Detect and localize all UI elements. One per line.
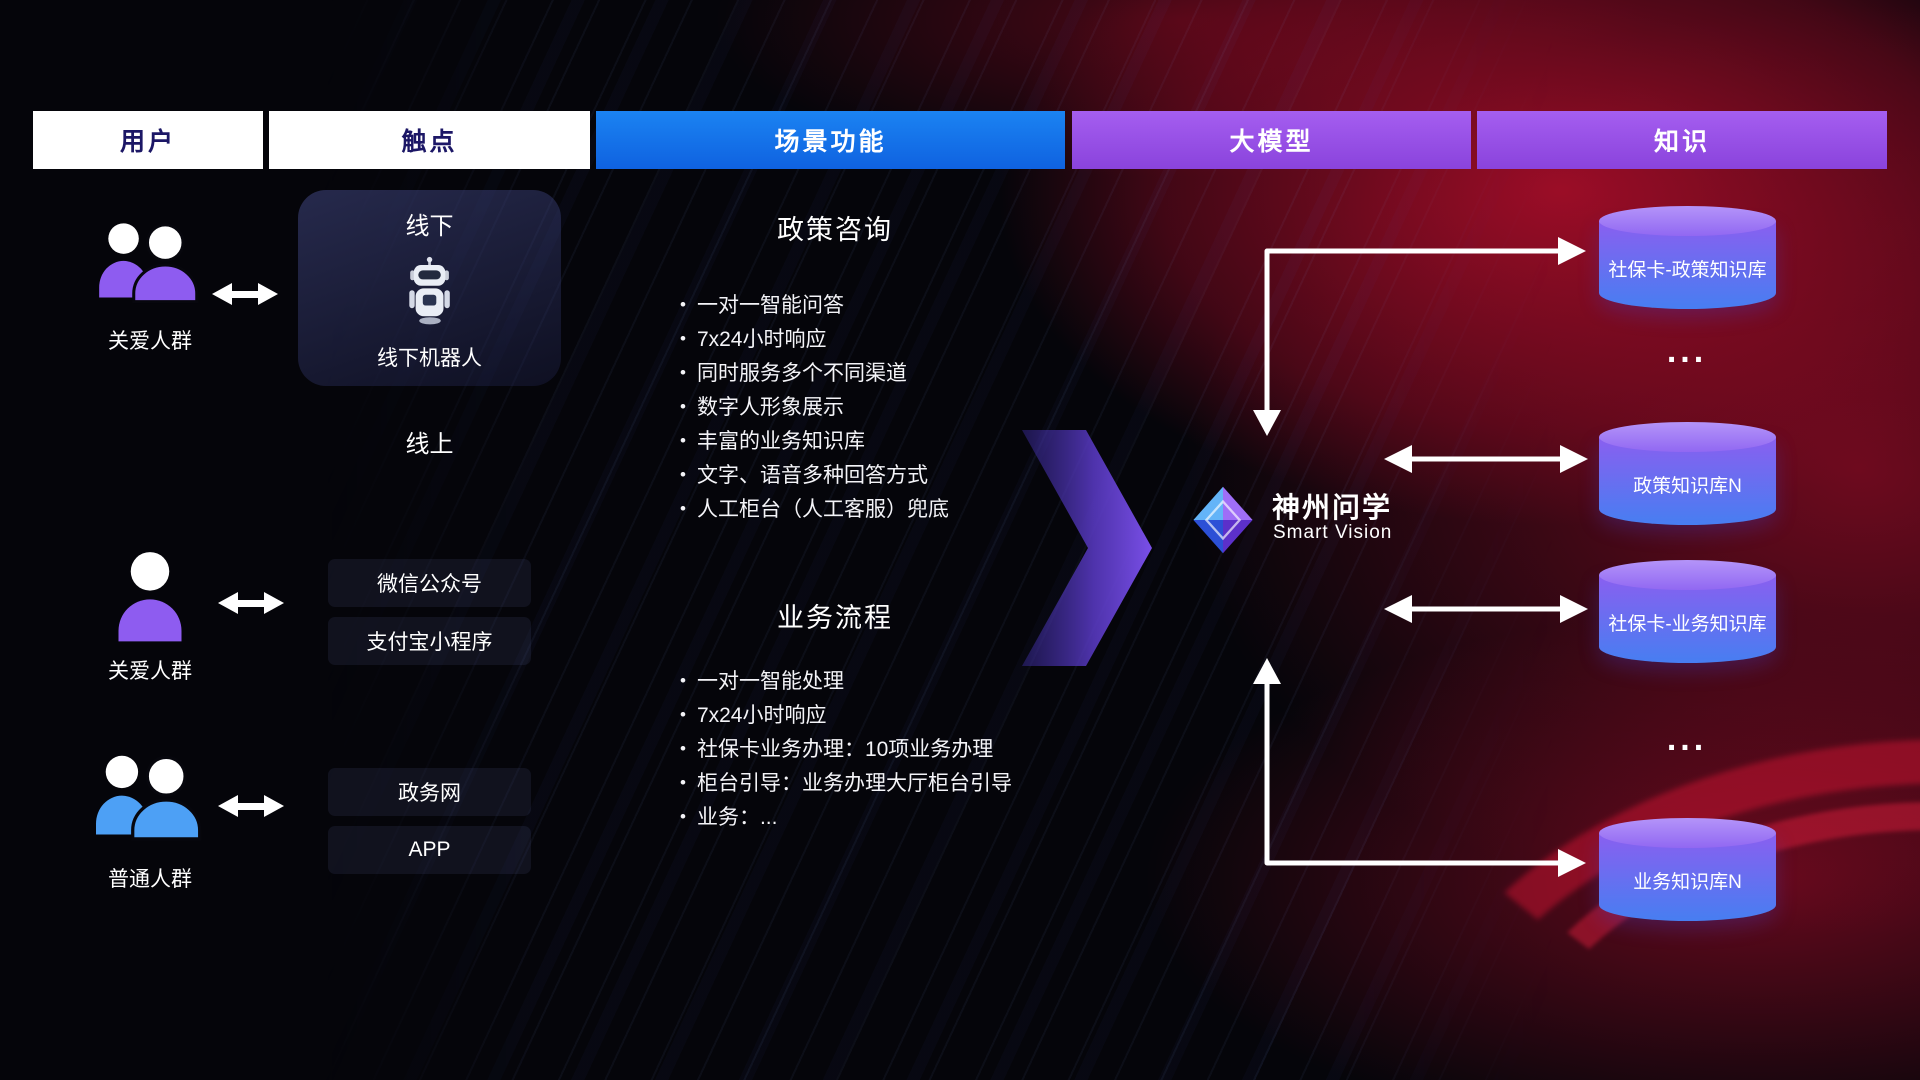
knowledge-label: 政策知识库N [1633, 475, 1742, 497]
user-group-care-1: 关爱人群 [55, 214, 245, 355]
scenario-policy-list: 一对一智能问答 7x24小时响应 同时服务多个不同渠道 数字人形象展示 丰富的业… [680, 289, 949, 527]
bullet-item: 7x24小时响应 [680, 323, 949, 357]
diamond-logo-icon [1193, 486, 1253, 554]
double-arrow-icon [218, 592, 284, 614]
database-cylinder: 政策知识库N [1599, 422, 1776, 525]
ellipsis-more: ... [1666, 720, 1708, 758]
offline-title: 线下 [405, 213, 454, 240]
model-subtitle: Smart Vision [1273, 522, 1393, 543]
scenario-title-business: 业务流程 [777, 603, 893, 633]
ellipsis-more: ... [1666, 332, 1708, 370]
user-group-general: 普通人群 [55, 746, 245, 893]
database-cylinder: 社保卡-业务知识库 [1599, 560, 1776, 663]
bullet-item: 柜台引导：业务办理大厅柜台引导 [680, 767, 1012, 801]
model-name: 神州问学 [1272, 492, 1393, 523]
connector-top-elbow [1253, 237, 1586, 436]
bullet-item: 7x24小时响应 [680, 699, 1012, 733]
diagonal-streaks-decoration [320, 0, 1560, 1080]
flow-arrow-icon [1022, 430, 1152, 666]
header-touchpoints: 触点 [269, 111, 590, 169]
cylinder-top [1599, 422, 1776, 452]
header-model: 大模型 [1072, 111, 1471, 169]
cylinder-top [1599, 818, 1776, 848]
connector-mid-2 [1384, 595, 1588, 623]
bullet-item: 一对一智能问答 [680, 289, 949, 323]
cylinder-top [1599, 206, 1776, 236]
offline-robot-label: 线下机器人 [377, 347, 482, 370]
header-scenarios: 场景功能 [596, 111, 1065, 169]
offline-touchpoint-panel: 线下 线下机器人 [298, 190, 561, 386]
touchpoint-govnet: 政务网 [328, 768, 531, 816]
scenario-title-policy: 政策咨询 [777, 215, 893, 245]
touchpoint-alipay: 支付宝小程序 [328, 617, 531, 665]
double-arrow-icon [212, 283, 278, 305]
bullet-item: 社保卡业务办理：10项业务办理 [680, 733, 1012, 767]
two-people-icon [96, 755, 202, 841]
robot-icon [408, 256, 450, 324]
knowledge-label: 业务知识库N [1633, 871, 1742, 893]
header-knowledge: 知识 [1477, 111, 1887, 169]
bullet-item: 人工柜台（人工客服）兜底 [680, 493, 949, 527]
double-arrow-icon [218, 795, 284, 817]
user-group-label: 普通人群 [108, 868, 192, 891]
header-users: 用户 [33, 111, 263, 169]
bullet-item: 一对一智能处理 [680, 665, 1012, 699]
bullet-item: 业务：... [680, 801, 1012, 835]
scenario-business-list: 一对一智能处理 7x24小时响应 社保卡业务办理：10项业务办理 柜台引导：业务… [680, 665, 1012, 835]
two-people-icon [99, 223, 199, 304]
database-cylinder: 业务知识库N [1599, 818, 1776, 921]
person-icon [118, 552, 182, 642]
connector-bottom-elbow [1253, 658, 1586, 877]
touchpoint-app: APP [328, 826, 531, 874]
touchpoint-wechat: 微信公众号 [328, 559, 531, 607]
connector-mid-1 [1384, 445, 1588, 473]
user-group-label: 关爱人群 [108, 330, 192, 353]
bullet-item: 文字、语音多种回答方式 [680, 459, 949, 493]
user-group-label: 关爱人群 [108, 660, 192, 683]
knowledge-label: 社保卡-政策知识库 [1608, 259, 1767, 281]
cylinder-top [1599, 560, 1776, 590]
bullet-item: 同时服务多个不同渠道 [680, 357, 949, 391]
bullet-item: 丰富的业务知识库 [680, 425, 949, 459]
user-group-care-2: 关爱人群 [55, 548, 245, 685]
online-title: 线上 [405, 431, 454, 458]
database-cylinder: 社保卡-政策知识库 [1599, 206, 1776, 309]
bullet-item: 数字人形象展示 [680, 391, 949, 425]
knowledge-label: 社保卡-业务知识库 [1608, 613, 1767, 635]
